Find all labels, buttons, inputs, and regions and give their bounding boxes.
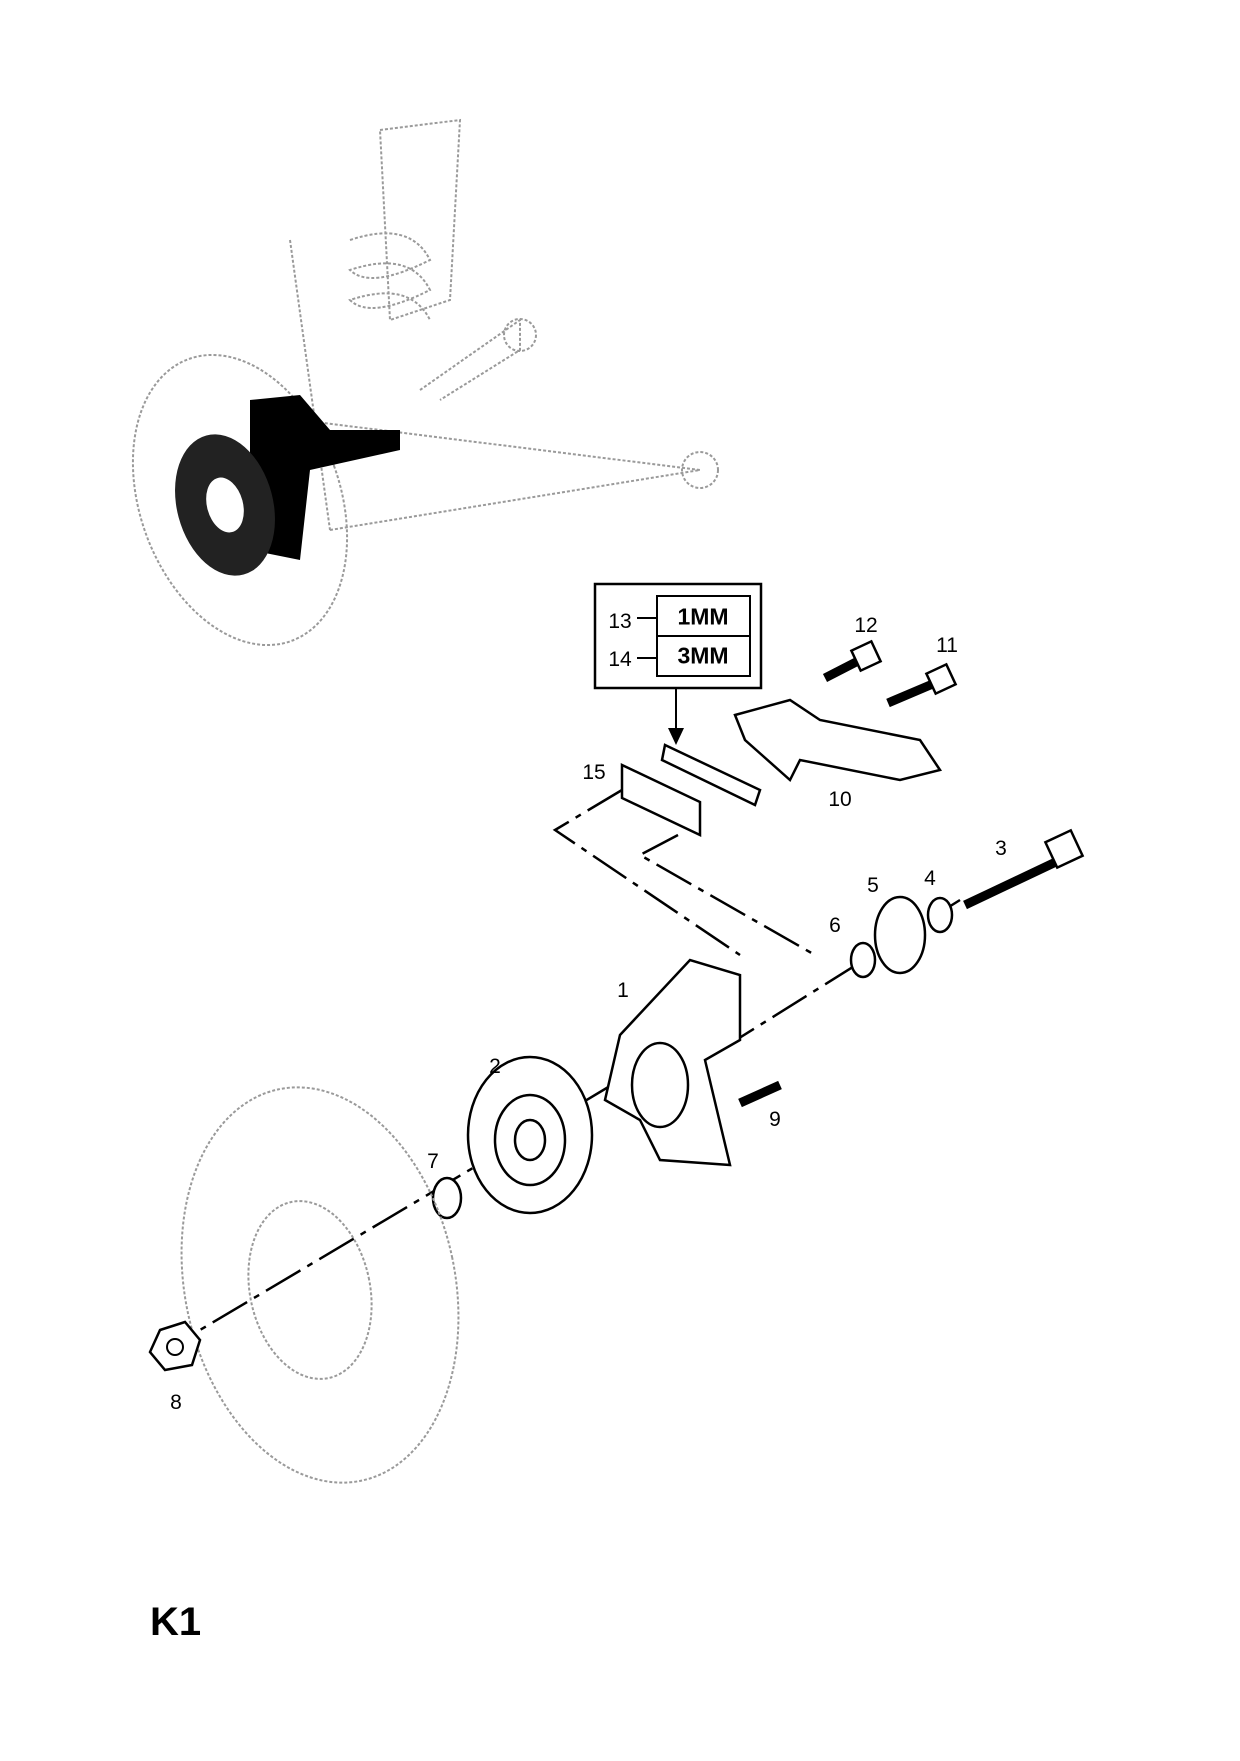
- callout-12: 12: [854, 614, 878, 637]
- callout-6: 6: [829, 914, 841, 937]
- suspension-overview: [131, 118, 719, 647]
- callout-14: 14: [608, 648, 632, 671]
- shim-3mm-label: 3MM: [677, 642, 729, 669]
- callout-3: 3: [995, 837, 1007, 860]
- arm-bracket-10: [733, 698, 943, 783]
- callout-1: 1: [617, 979, 629, 1002]
- callout-7: 7: [427, 1150, 439, 1173]
- callout-9: 9: [769, 1108, 781, 1131]
- shim-plate: [660, 743, 762, 807]
- bracket-15: [620, 763, 702, 837]
- callout-15: 15: [582, 761, 606, 784]
- callout-8: 8: [170, 1391, 182, 1414]
- page-code: K1: [150, 1600, 202, 1644]
- wheel-nut-8: [148, 1320, 202, 1372]
- callout-5: 5: [867, 874, 879, 897]
- shim-selection-box: [593, 582, 763, 745]
- callout-13: 13: [608, 610, 632, 633]
- shim-1mm-label: 1MM: [677, 603, 729, 630]
- callout-4: 4: [924, 867, 936, 890]
- brake-disc: [180, 1086, 460, 1484]
- callout-2: 2: [489, 1055, 501, 1078]
- bolt-12: [822, 639, 883, 683]
- callout-10: 10: [828, 788, 852, 811]
- callout-11: 11: [936, 634, 958, 657]
- bolt-11: [886, 662, 958, 708]
